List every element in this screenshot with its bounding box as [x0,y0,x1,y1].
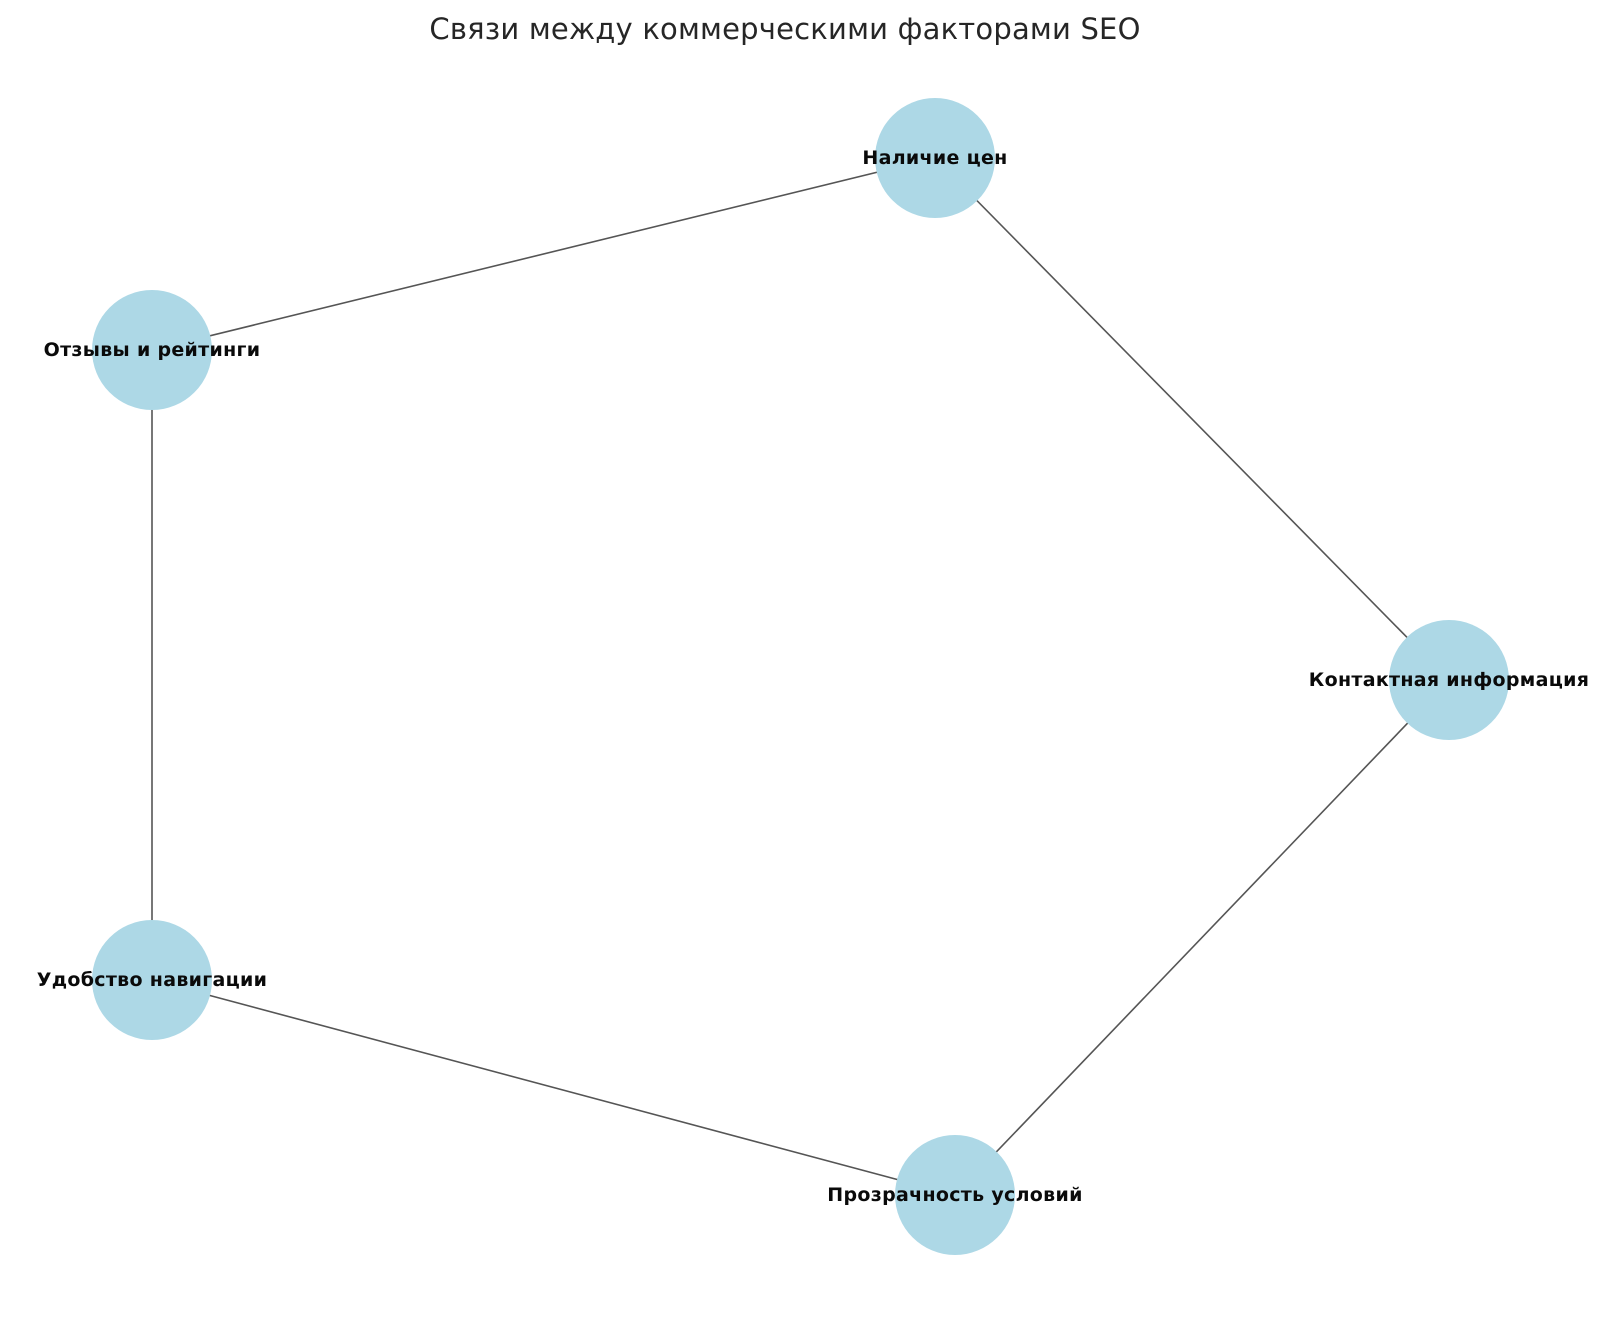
page-title: Связи между коммерческими факторами SEO [429,12,1141,46]
graph-node-navigation[interactable] [92,920,212,1040]
graph-edge [151,979,956,1196]
graph-edge [954,679,1450,1196]
graph-node-contacts[interactable] [1389,620,1509,740]
graph-node-reviews[interactable] [92,290,212,410]
edges-group [151,157,1450,1196]
graph-node-prices[interactable] [875,98,995,218]
graph-node-transparency[interactable] [895,1135,1015,1255]
nodes-group [92,98,1509,1255]
graph-edge [934,157,1450,681]
graph-edge [151,157,936,351]
